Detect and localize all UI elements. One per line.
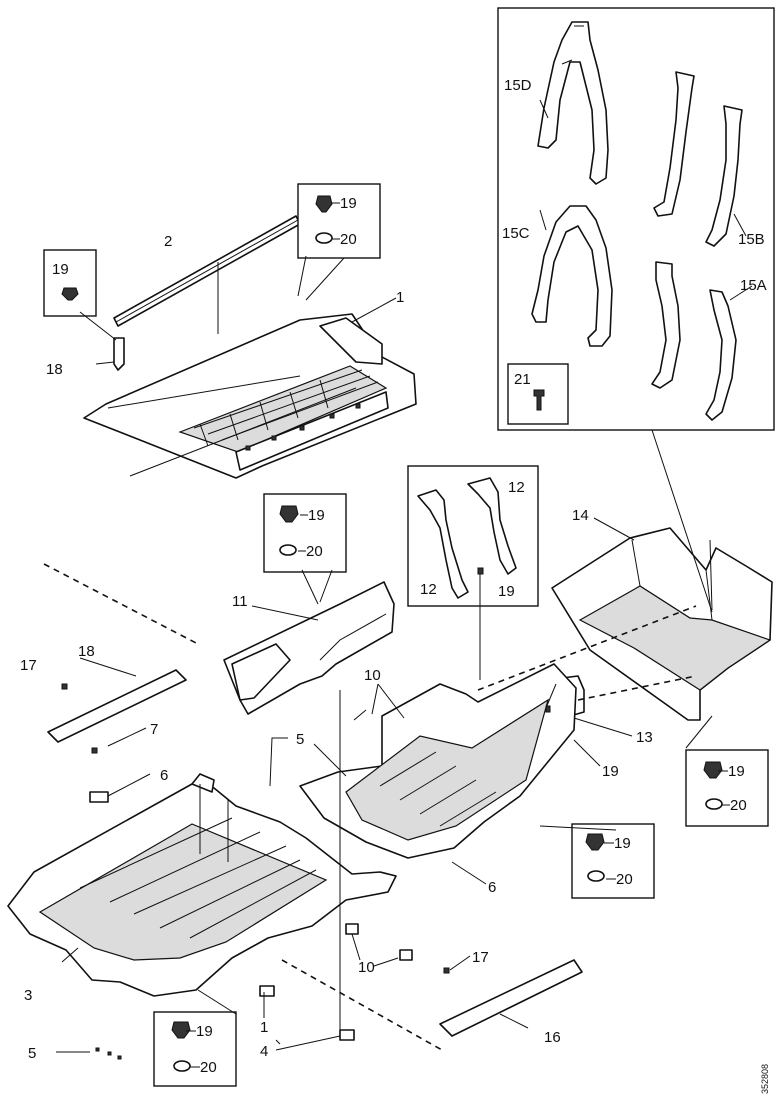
dashed-line-step-to-plate xyxy=(43,563,199,645)
bolt-icon xyxy=(171,1021,191,1039)
label-12-top: 12 xyxy=(508,479,525,496)
label-4: 4 xyxy=(260,1043,268,1060)
bolt-icon xyxy=(315,195,333,213)
part-labels: 1 2 3 4 1 5 5 6 6 7 10 10 11 12 12 13 14… xyxy=(20,77,767,1076)
bolt-icon xyxy=(703,761,723,779)
pin-part-18-top xyxy=(113,337,125,371)
clip-10-icon xyxy=(345,923,359,935)
label-10-top: 10 xyxy=(364,667,381,684)
label-14: 14 xyxy=(572,507,589,524)
label-2: 2 xyxy=(164,233,172,250)
inset-brackets-box xyxy=(497,7,775,431)
label-5: 5 xyxy=(296,731,304,748)
dashed-line-bottom xyxy=(281,959,443,1051)
bracket-12-left xyxy=(417,489,469,599)
label-19-box-center: 19 xyxy=(614,835,631,852)
label-20-box-right: 20 xyxy=(730,797,747,814)
bolt-icon xyxy=(279,505,299,523)
label-17-left: 17 xyxy=(20,657,37,674)
clip-4-icon xyxy=(339,1029,355,1041)
label-6-right: 6 xyxy=(488,879,496,896)
clip-7-icon xyxy=(91,747,98,754)
screw-17-icon xyxy=(61,683,68,690)
bracket-15b-left xyxy=(653,71,695,217)
washer-icon xyxy=(705,798,723,810)
bracket-15a-right xyxy=(705,289,737,421)
bolt-21-icon xyxy=(533,389,545,411)
bracket-part-11 xyxy=(223,581,395,715)
label-15c: 15C xyxy=(502,225,530,242)
label-18-top: 18 xyxy=(46,361,63,378)
label-12-bottom: 12 xyxy=(420,581,437,598)
label-20-box-top: 20 xyxy=(340,231,357,248)
clip-10-icon xyxy=(399,949,413,961)
bracket-15a-left xyxy=(651,261,681,389)
label-21: 21 xyxy=(514,371,531,388)
label-19-box-left: 19 xyxy=(52,261,69,278)
label-19-box-top: 19 xyxy=(340,195,357,212)
washer-icon xyxy=(315,232,333,244)
label-1-bottom: 1 xyxy=(260,1019,268,1036)
tunnel-part-8 xyxy=(299,663,577,859)
clip-1-icon xyxy=(259,985,275,997)
guard-part-14 xyxy=(551,527,773,721)
label-15a: 15A xyxy=(740,277,767,294)
label-1: 1 xyxy=(396,289,404,306)
bracket-15b-right xyxy=(705,105,743,247)
strip-part-16 xyxy=(439,959,583,1037)
fastener-box-19-top-left xyxy=(43,249,97,317)
label-15b: 15B xyxy=(738,231,765,248)
plate-part-18-lower xyxy=(47,669,187,743)
label-11: 11 xyxy=(232,593,248,610)
label-20-box-middle: 20 xyxy=(306,543,323,560)
bracket-15d xyxy=(537,21,609,185)
label-19-box-middle: 19 xyxy=(308,507,325,524)
leader-lines xyxy=(56,99,753,1053)
label-15d: 15D xyxy=(504,77,532,94)
label-13: 13 xyxy=(636,729,653,746)
washer-icon xyxy=(173,1060,191,1072)
bracket-12-right xyxy=(467,477,517,575)
screw-17-icon xyxy=(443,967,450,974)
label-6-left: 6 xyxy=(160,767,168,784)
fastener-box-19-20-top xyxy=(297,183,381,259)
label-19-box-right: 19 xyxy=(728,763,745,780)
dashed-line-guard xyxy=(477,605,697,691)
fastener-box-19-20-bottom xyxy=(153,1011,237,1087)
label-20-box-bottom: 20 xyxy=(200,1059,217,1076)
label-19-box-12: 19 xyxy=(498,583,515,600)
fastener-box-19-20-center xyxy=(571,823,655,899)
washer-icon xyxy=(587,870,605,882)
label-dashes xyxy=(186,202,730,1068)
fastener-box-19-20-right xyxy=(685,749,769,827)
fastener-box-19-20-middle xyxy=(263,493,347,573)
dashed-line-bracket-12 xyxy=(577,675,697,701)
label-7: 7 xyxy=(150,721,158,738)
brackets-box-12 xyxy=(407,465,539,607)
drawing-code: 352808 xyxy=(760,1064,770,1094)
bracket-15c xyxy=(531,205,613,347)
label-10-bottom: 10 xyxy=(358,959,375,976)
label-20-box-center: 20 xyxy=(616,871,633,888)
bolt-19-icon xyxy=(477,567,484,575)
label-16: 16 xyxy=(544,1029,561,1046)
bolt-icon xyxy=(585,833,605,851)
floor-pan-part-3 xyxy=(7,773,397,997)
label-3: 3 xyxy=(24,987,32,1004)
label-18-lower: 18 xyxy=(78,643,95,660)
label-19-tunnel: 19 xyxy=(602,763,619,780)
step-part-1 xyxy=(83,313,417,479)
bracket-6-icon xyxy=(89,791,109,803)
label-19-box-bottom: 19 xyxy=(196,1023,213,1040)
bolt-icon xyxy=(61,287,79,301)
label-5-bottom: 5 xyxy=(28,1045,36,1062)
label-17-bottom: 17 xyxy=(472,949,489,966)
washer-icon xyxy=(279,544,297,556)
